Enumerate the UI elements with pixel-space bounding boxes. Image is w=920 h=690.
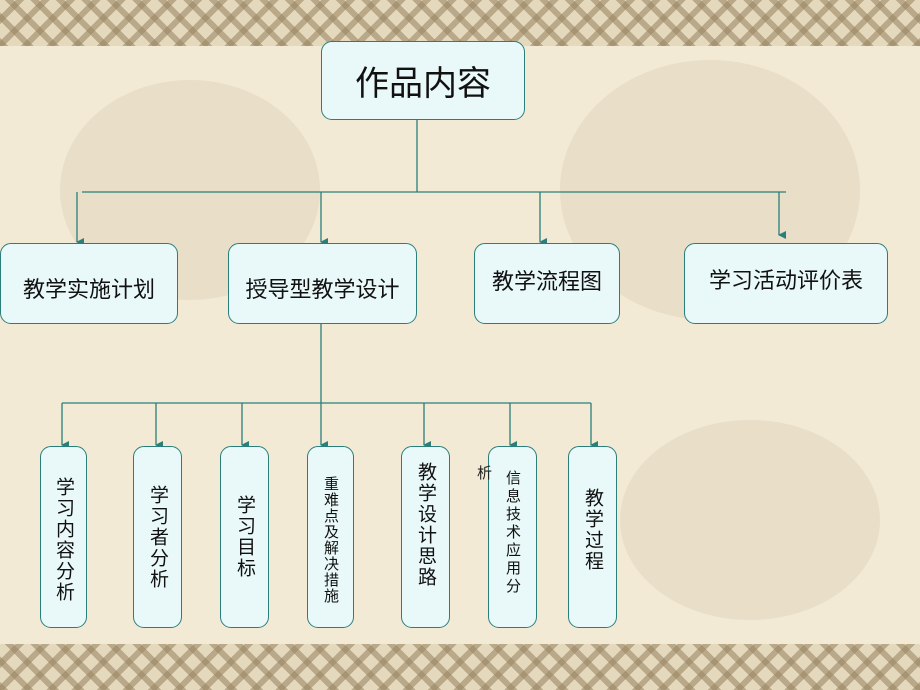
level2-node-7: 教学过程 xyxy=(568,446,617,628)
level1-node-2: 授导型教学设计 xyxy=(228,243,417,324)
level2-node-1: 学习内容分析 xyxy=(40,446,87,628)
level1-node-4: 学习活动评价表 xyxy=(684,243,888,324)
level1-node-3: 教学流程图 xyxy=(474,243,620,324)
level2-node-5: 教学设计思路 xyxy=(401,446,450,628)
level2-node-6: 信息技术应用分 xyxy=(488,446,537,628)
decorative-border-top xyxy=(0,0,920,46)
decorative-border-bottom xyxy=(0,644,920,690)
level2-node-2: 学习者分析 xyxy=(133,446,182,628)
level2-node-3: 学习目标 xyxy=(220,446,269,628)
stray-label: 析 xyxy=(477,464,493,482)
level1-node-1: 教学实施计划 xyxy=(0,243,178,324)
background-wash xyxy=(620,420,880,620)
level2-node-4: 重难点及解决措施 xyxy=(307,446,354,628)
root-node: 作品内容 xyxy=(321,41,525,120)
